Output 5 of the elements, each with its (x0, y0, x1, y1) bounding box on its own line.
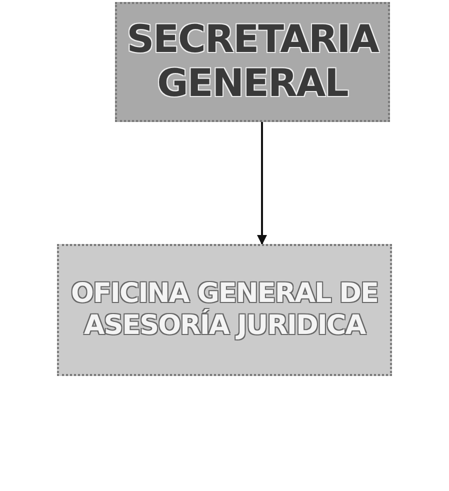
arrow (257, 122, 267, 245)
unit-name: SECRETARIA GENERAL (126, 18, 380, 106)
unit-name: OFICINA GENERAL DE ASESORÍA JURIDICA (70, 278, 379, 342)
org-box (57, 244, 392, 376)
org-box (115, 2, 390, 122)
